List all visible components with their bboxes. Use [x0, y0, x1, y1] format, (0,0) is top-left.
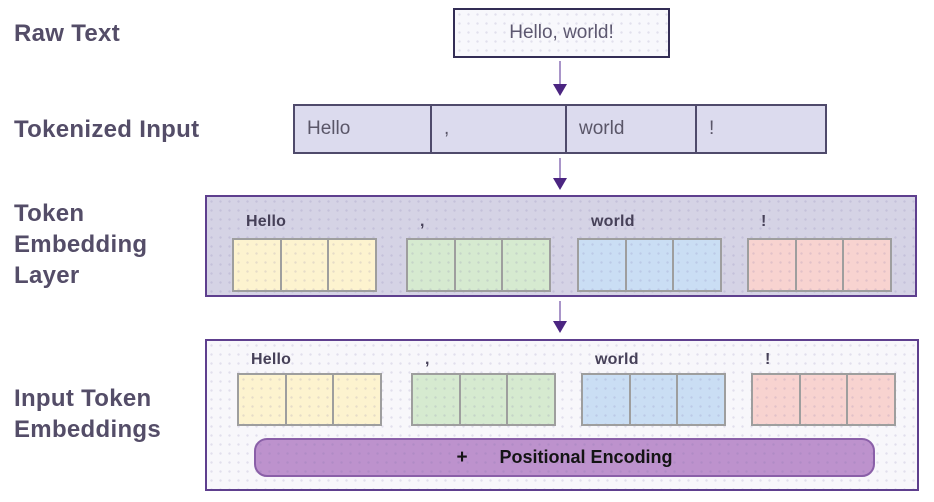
embedding-group-label: Hello: [251, 351, 292, 368]
embedding-cell: [279, 238, 330, 292]
token-cell: ,: [430, 106, 565, 152]
embedding-group-label: ,: [420, 213, 425, 230]
embedding-cell: [327, 238, 378, 292]
embedding-cell: [501, 238, 552, 292]
token-cell: !: [695, 106, 825, 152]
raw-text-value: Hello, world!: [509, 22, 614, 43]
down-arrow-icon: [553, 61, 567, 96]
embedding-cell: [458, 373, 509, 426]
tokenized-input-box: Hello , world !: [293, 104, 827, 154]
embedding-cell: [624, 238, 675, 292]
embedding-vector: [751, 373, 897, 426]
token-embedding-layer-stage-label: Token Embedding Layer: [14, 200, 148, 290]
embedding-cell: [411, 373, 461, 426]
token-embedding-layer-box: Hello , world !: [205, 195, 917, 297]
embedding-group-label: !: [761, 213, 767, 230]
embedding-vector: [747, 238, 893, 292]
down-arrow-icon: [553, 301, 567, 333]
embedding-vector: [237, 373, 383, 426]
embedding-group-label: ,: [425, 351, 430, 368]
embedding-cell: [842, 238, 893, 292]
token-cell: world: [565, 106, 695, 152]
embedding-cell: [672, 238, 723, 292]
down-arrow-icon: [553, 158, 567, 190]
embedding-cell: [846, 373, 897, 426]
embedding-cell: [453, 238, 504, 292]
embedding-cell: [284, 373, 335, 426]
embedding-group-label: world: [591, 213, 635, 230]
embedding-cell: [406, 238, 456, 292]
embedding-group-label: !: [765, 351, 771, 368]
embedding-cell: [676, 373, 727, 426]
embedding-vector: [581, 373, 727, 426]
embedding-cell: [332, 373, 383, 426]
plus-icon: +: [456, 446, 468, 468]
embedding-vector: [577, 238, 723, 292]
embedding-cell: [506, 373, 557, 426]
embedding-cell: [628, 373, 679, 426]
embedding-cell: [577, 238, 627, 292]
embedding-cell: [747, 238, 797, 292]
embedding-group-label: world: [595, 351, 639, 368]
embedding-vector: [232, 238, 378, 292]
input-token-embeddings-stage-label: Input Token Embeddings: [14, 385, 162, 444]
embedding-cell: [751, 373, 801, 426]
embedding-cell: [237, 373, 287, 426]
embedding-cell: [798, 373, 849, 426]
embedding-cell: [232, 238, 282, 292]
embedding-vector: [411, 373, 557, 426]
embedding-cell: [794, 238, 845, 292]
tokenized-input-stage-label: Tokenized Input: [14, 116, 200, 143]
raw-text-stage-label: Raw Text: [14, 20, 120, 47]
embedding-group-label: Hello: [246, 213, 287, 230]
embedding-cell: [581, 373, 631, 426]
token-cell: Hello: [307, 118, 351, 139]
positional-encoding-bar: + Positional Encoding: [254, 438, 875, 477]
input-token-embeddings-box: Hello , world !: [205, 339, 919, 491]
embedding-vector: [406, 238, 552, 292]
positional-encoding-label: Positional Encoding: [499, 447, 673, 467]
raw-text-box: Hello, world!: [453, 8, 670, 58]
